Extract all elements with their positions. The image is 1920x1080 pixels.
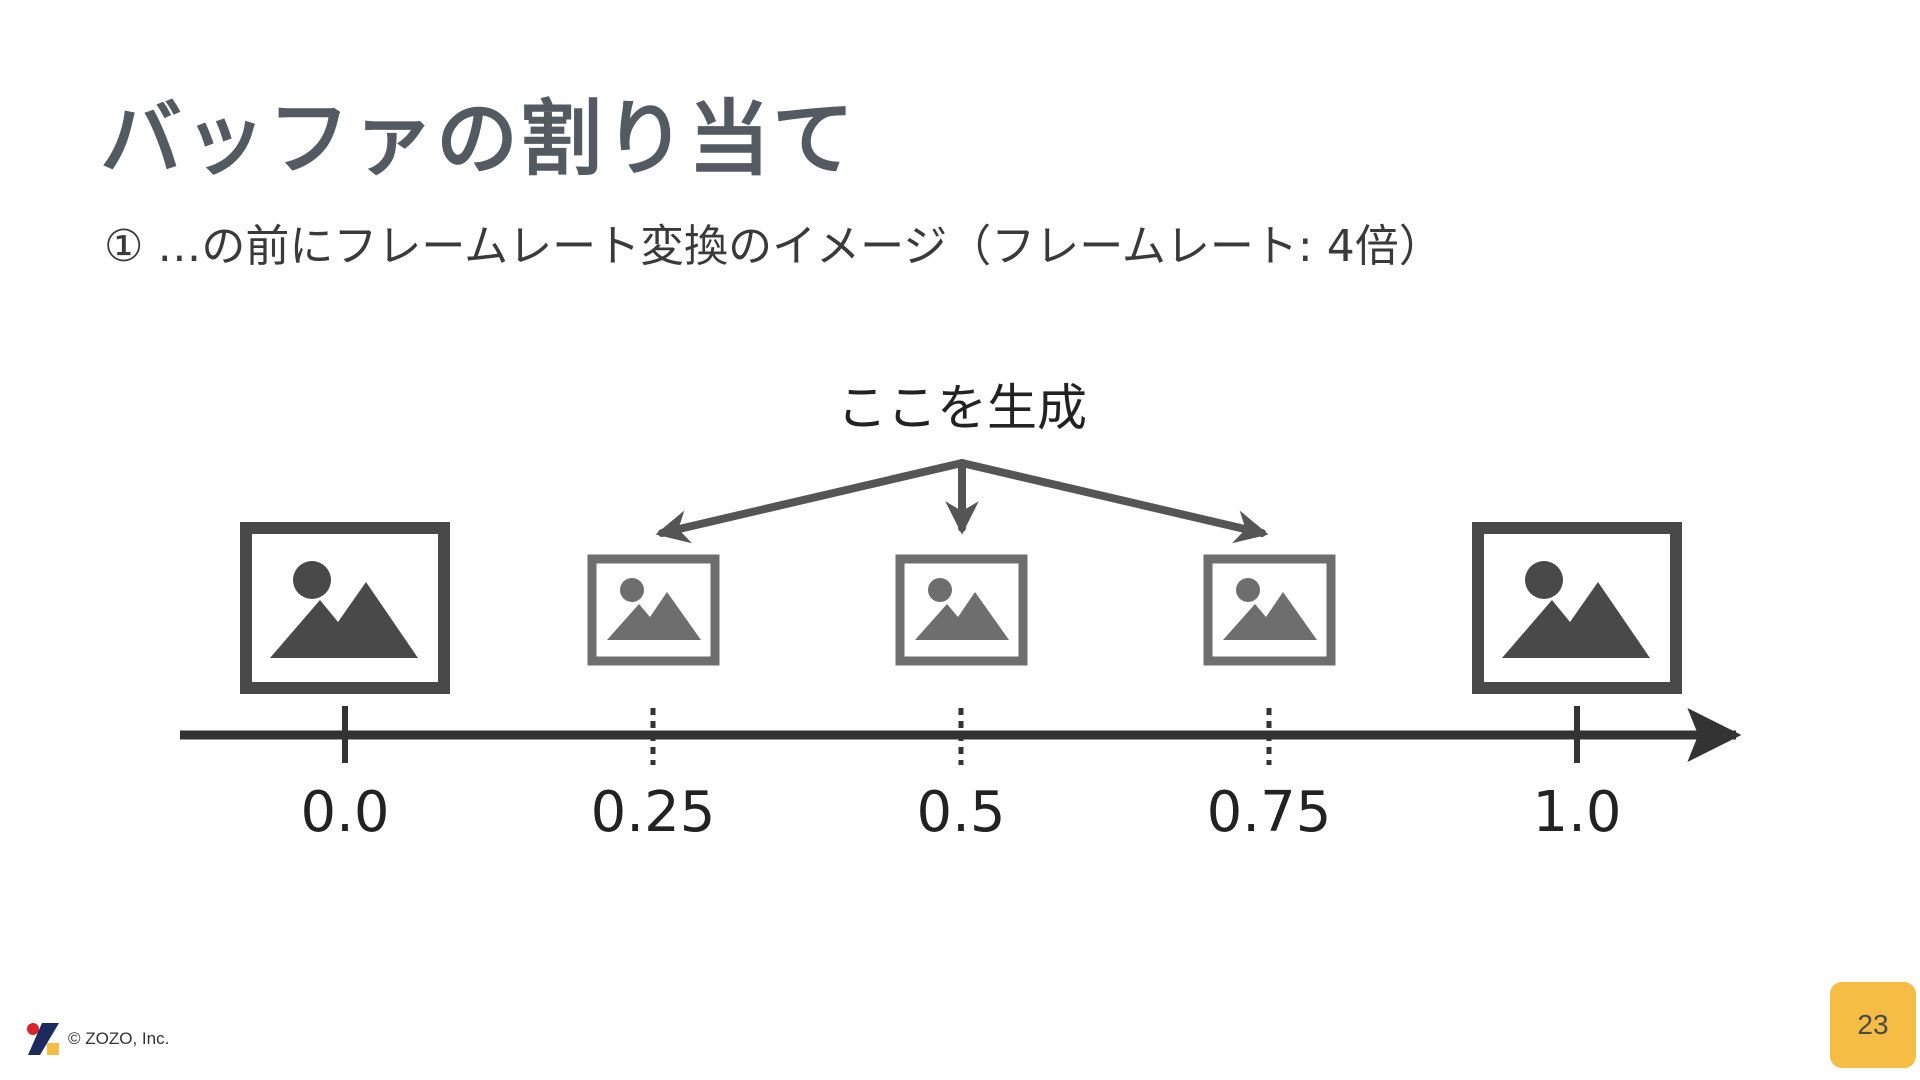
image-icon bbox=[895, 554, 1028, 666]
tick-label: 0.75 bbox=[1207, 780, 1332, 845]
zozo-logo-icon bbox=[27, 1023, 59, 1055]
image-icon bbox=[587, 554, 720, 666]
footer: © ZOZO, Inc. bbox=[26, 1022, 169, 1056]
arrow-to-0.25 bbox=[655, 459, 966, 544]
tick-label: 1.0 bbox=[1532, 780, 1621, 845]
page-number-badge: 23 bbox=[1830, 982, 1916, 1068]
tick-label: 0.5 bbox=[916, 780, 1005, 845]
tick-label: 0.25 bbox=[591, 780, 716, 845]
image-icon bbox=[1472, 522, 1682, 694]
generate-label: ここを生成 bbox=[837, 379, 1087, 437]
page-title: バッファの割り当て bbox=[100, 92, 857, 187]
arrow-to-0.75 bbox=[958, 459, 1269, 544]
image-icon bbox=[240, 522, 450, 694]
image-icon bbox=[1203, 554, 1336, 666]
tick-label: 0.0 bbox=[300, 780, 389, 845]
page-subtitle: ① …の前にフレームレート変換のイメージ（フレームレート: 4倍） bbox=[104, 221, 1443, 272]
page-number: 23 bbox=[1857, 1009, 1889, 1040]
copyright-text: © ZOZO, Inc. bbox=[68, 1029, 170, 1048]
generate-arrows bbox=[655, 459, 1269, 544]
